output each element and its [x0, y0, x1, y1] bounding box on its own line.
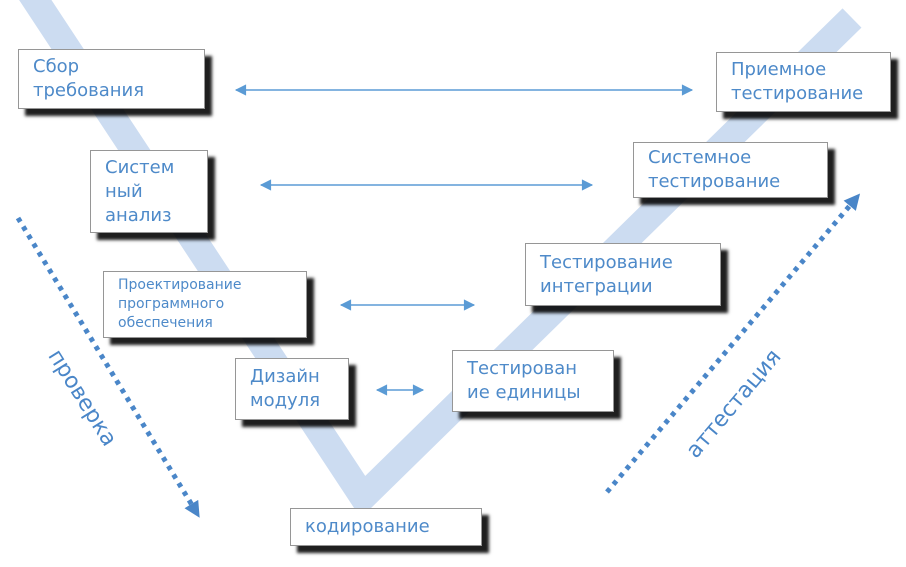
box-unit-testing: Тестирован ие единицы — [452, 350, 614, 412]
box-module-design: Дизайн модуля — [235, 358, 349, 420]
box-integration-testing: Тестирование интеграции — [525, 243, 721, 306]
verification-dotted-arrow — [15, 216, 201, 518]
box-coding: кодирование — [290, 508, 482, 546]
box-system-analysis: Систем ный анализ — [90, 150, 208, 233]
box-system-testing: Системное тестирование — [633, 142, 828, 198]
box-software-design: Проектирование программного обеспечения — [103, 271, 307, 338]
box-acceptance-testing: Приемное тестирование — [716, 52, 891, 112]
box-requirements-gathering: Сбор требования — [18, 49, 205, 109]
validation-dotted-arrow — [605, 193, 861, 494]
